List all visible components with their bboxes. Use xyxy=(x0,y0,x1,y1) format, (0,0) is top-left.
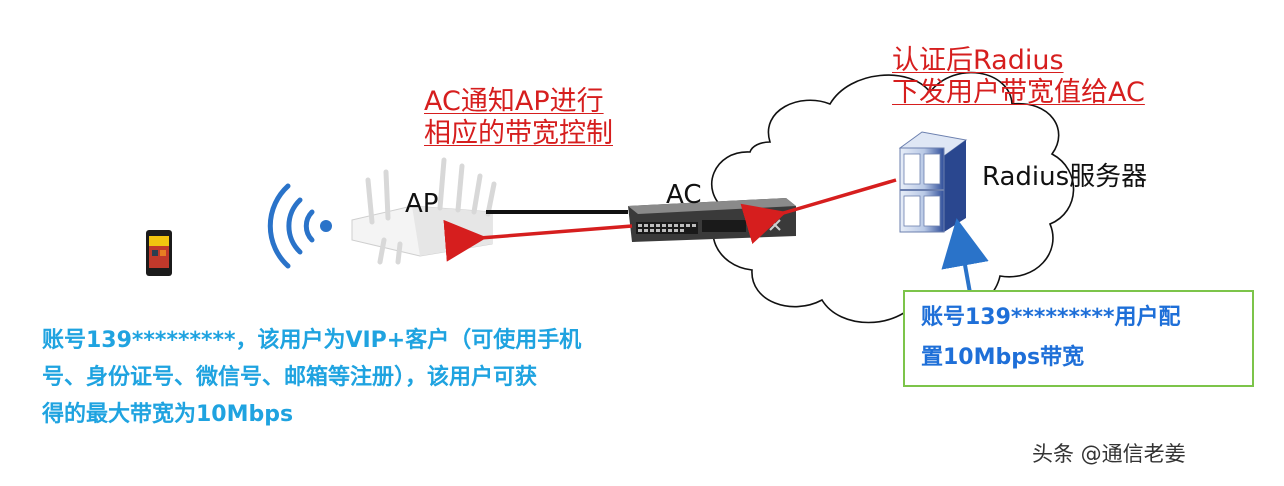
radius-to-ac-arrow xyxy=(740,178,897,244)
radius-server-icon xyxy=(898,131,968,233)
ac-switch-icon xyxy=(628,198,796,242)
ac-notify-line-2: 相应的带宽控制 xyxy=(424,118,613,149)
ac-label: AC xyxy=(666,180,702,210)
radius-server-label: Radius服务器 xyxy=(982,162,1148,192)
cloud-shape xyxy=(710,71,1075,324)
wifi-signal-icon xyxy=(267,183,332,269)
user-description-line-1: 账号139*********，该用户为VIP+客户（可使用手机 xyxy=(42,328,582,353)
ac-notify-note: AC通知AP进行 相应的带宽控制 xyxy=(424,86,613,150)
radius-auth-note: 认证后Radius 下发用户带宽值给AC xyxy=(892,45,1145,109)
radius-auth-line-1: 认证后Radius xyxy=(892,45,1064,76)
phone-icon xyxy=(146,230,172,276)
ac-to-ap-arrow xyxy=(443,219,633,262)
user-description-line-3: 得的最大带宽为10Mbps xyxy=(42,402,294,427)
bandwidth-config-text: 账号139*********用户配 置10Mbps带宽 xyxy=(921,298,1180,378)
watermark: 头条 @通信老姜 xyxy=(1032,442,1186,466)
ap-label: AP xyxy=(405,189,439,219)
user-description-line-2: 号、身份证号、微信号、邮箱等注册），该用户可获 xyxy=(42,365,538,390)
bandwidth-config-box: 账号139*********用户配 置10Mbps带宽 xyxy=(903,290,1254,387)
config-line-2: 置10Mbps带宽 xyxy=(921,345,1085,370)
ac-notify-line-1: AC通知AP进行 xyxy=(424,86,604,117)
radius-auth-line-2: 下发用户带宽值给AC xyxy=(892,77,1145,108)
config-line-1: 账号139*********用户配 xyxy=(921,305,1181,330)
user-description: 账号139*********，该用户为VIP+客户（可使用手机 号、身份证号、微… xyxy=(42,322,702,433)
